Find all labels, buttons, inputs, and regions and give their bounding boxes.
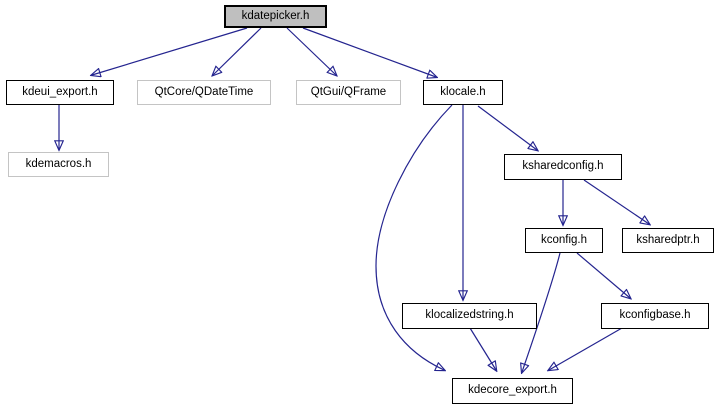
edge-kdatepicker-qtcore_qdatetime <box>213 27 262 75</box>
node-ksharedptr-label: ksharedptr.h <box>636 233 700 246</box>
node-klocale[interactable]: klocale.h <box>423 80 503 105</box>
node-qtcore-qdatetime-label: QtCore/QDateTime <box>154 85 254 98</box>
node-kdeui-export[interactable]: kdeui_export.h <box>6 80 114 105</box>
edge-klocalizedstring-kdecore_export <box>469 327 496 370</box>
node-kdatepicker-label: kdatepicker.h <box>241 9 310 22</box>
edge-kdatepicker-qtgui_qframe <box>286 27 336 75</box>
edge-kdatepicker-klocale <box>302 27 436 77</box>
edge-ksharedconfig-ksharedptr <box>583 179 649 224</box>
node-kdemacros: kdemacros.h <box>8 152 109 177</box>
node-ksharedptr[interactable]: ksharedptr.h <box>622 228 714 253</box>
node-kdatepicker: kdatepicker.h <box>224 5 327 28</box>
edge-kconfigbase-kdecore_export <box>549 327 623 370</box>
edge-kdatepicker-kdeui_export <box>92 27 248 75</box>
node-qtgui-qframe-label: QtGui/QFrame <box>310 85 387 98</box>
node-klocalizedstring[interactable]: klocalizedstring.h <box>402 303 537 329</box>
edge-kconfig-kdecore_export <box>522 252 561 372</box>
node-ksharedconfig-label: ksharedconfig.h <box>522 160 604 173</box>
node-qtgui-qframe: QtGui/QFrame <box>296 80 401 105</box>
edge-klocale-kdecore_export <box>375 104 453 370</box>
node-qtcore-qdatetime: QtCore/QDateTime <box>137 80 271 105</box>
node-kconfig[interactable]: kconfig.h <box>525 228 603 253</box>
node-kconfigbase[interactable]: kconfigbase.h <box>601 303 709 329</box>
node-kdecore-export-label: kdecore_export.h <box>468 384 557 397</box>
node-klocale-label: klocale.h <box>440 85 486 98</box>
node-kdeui-export-label: kdeui_export.h <box>22 85 98 98</box>
edge-kconfig-kconfigbase <box>576 252 630 298</box>
node-kdemacros-label: kdemacros.h <box>25 157 92 170</box>
node-kconfig-label: kconfig.h <box>540 233 588 246</box>
node-kconfigbase-label: kconfigbase.h <box>619 309 691 322</box>
node-ksharedconfig[interactable]: ksharedconfig.h <box>504 154 622 180</box>
node-klocalizedstring-label: klocalizedstring.h <box>425 309 514 322</box>
node-kdecore-export[interactable]: kdecore_export.h <box>452 378 573 404</box>
edge-klocale-ksharedconfig <box>477 105 537 150</box>
